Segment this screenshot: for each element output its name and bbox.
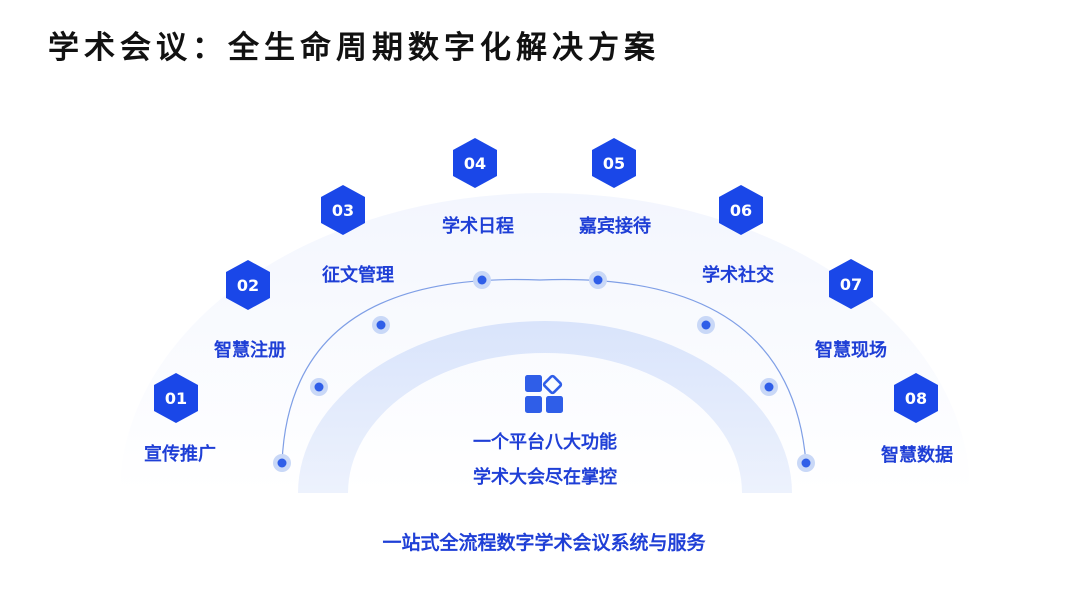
step-number: 02 bbox=[236, 275, 260, 295]
step-badge-01: 01 bbox=[153, 372, 199, 424]
step-badge-07: 07 bbox=[828, 258, 874, 310]
step-badge-02: 02 bbox=[225, 259, 271, 311]
step-number: 04 bbox=[463, 153, 487, 173]
step-badge-06: 06 bbox=[718, 184, 764, 236]
step-badge-08: 08 bbox=[893, 372, 939, 424]
connector-node-1 bbox=[277, 458, 287, 468]
connector-arc bbox=[281, 278, 807, 464]
inner-arch-band bbox=[298, 321, 792, 493]
step-number: 05 bbox=[602, 153, 626, 173]
center-text-line-1: 一个平台八大功能 bbox=[473, 432, 617, 453]
step-number: 08 bbox=[904, 388, 928, 408]
connector-node-6 bbox=[701, 320, 711, 330]
step-label-06: 学术社交 bbox=[702, 265, 774, 286]
app-grid-icon bbox=[525, 374, 563, 413]
step-number: 06 bbox=[729, 200, 753, 220]
step-badge-03: 03 bbox=[320, 184, 366, 236]
step-label-02: 智慧注册 bbox=[214, 340, 286, 361]
connector-node-8 bbox=[801, 458, 811, 468]
connector-node-7 bbox=[764, 382, 774, 392]
step-label-04: 学术日程 bbox=[442, 216, 514, 237]
center-text-line-2: 学术大会尽在掌控 bbox=[473, 467, 617, 488]
step-label-07: 智慧现场 bbox=[815, 340, 887, 361]
connector-node-2 bbox=[314, 382, 324, 392]
connector-node-3 bbox=[376, 320, 386, 330]
step-label-05: 嘉宾接待 bbox=[579, 216, 651, 237]
step-number: 03 bbox=[331, 200, 355, 220]
step-badge-05: 05 bbox=[591, 137, 637, 189]
step-number: 01 bbox=[164, 388, 188, 408]
step-number: 07 bbox=[839, 274, 863, 294]
footer-tagline: 一站式全流程数字学术会议系统与服务 bbox=[382, 532, 706, 554]
step-label-03: 征文管理 bbox=[322, 265, 394, 286]
connector-node-5 bbox=[593, 275, 603, 285]
step-label-08: 智慧数据 bbox=[881, 445, 953, 466]
step-badge-04: 04 bbox=[452, 137, 498, 189]
step-label-01: 宣传推广 bbox=[144, 444, 216, 465]
connector-node-4 bbox=[477, 275, 487, 285]
page-title: 学术会议：全生命周期数字化解决方案 bbox=[48, 30, 660, 66]
